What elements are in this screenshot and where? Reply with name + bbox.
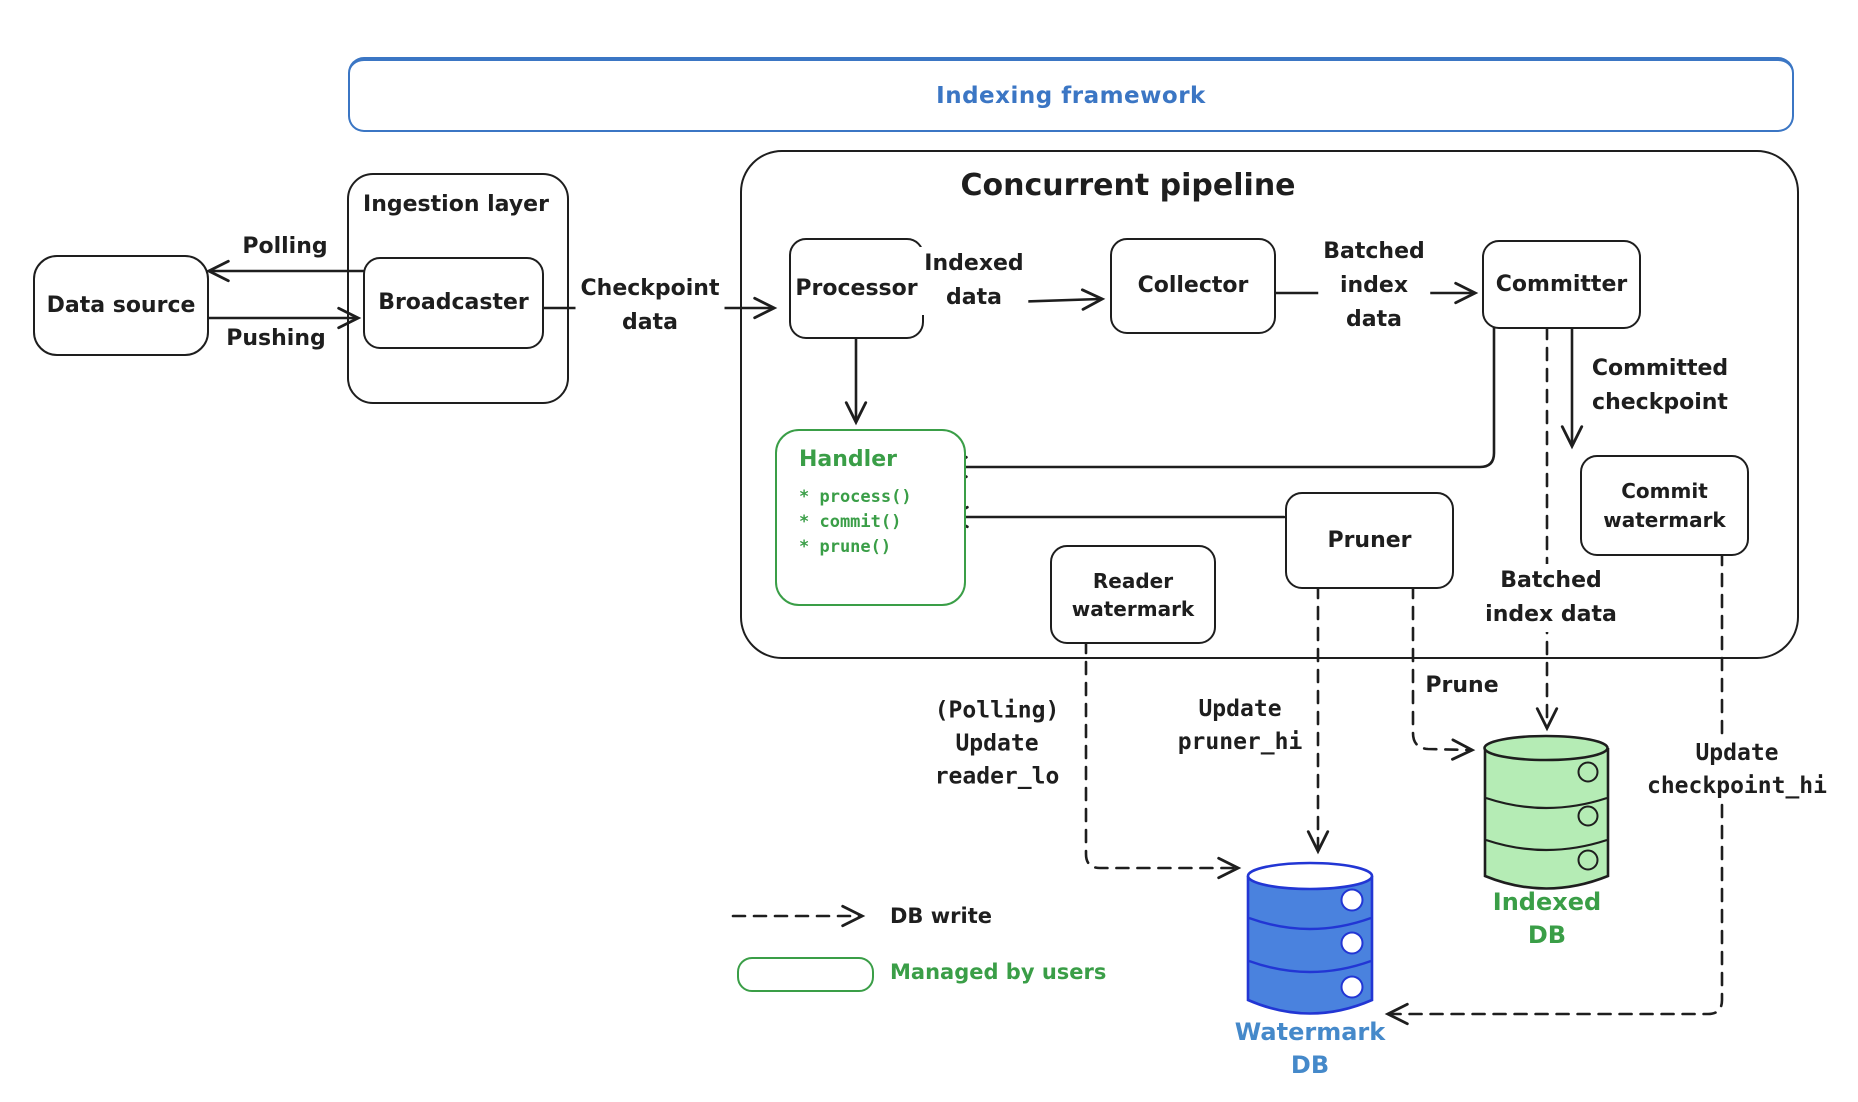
legend-db-write-label: DB write <box>890 904 992 928</box>
update-reader-lo-line2: Update <box>955 730 1039 757</box>
indexed-db-band-1 <box>1485 796 1608 810</box>
collector-node: Collector <box>1110 238 1276 334</box>
update-checkpoint-hi-line1: Update <box>1695 740 1779 766</box>
checkpoint-data-line1: Checkpoint <box>580 276 720 301</box>
batched-index-data-line1: Batched <box>1323 239 1425 264</box>
indexed-data-line2: data <box>946 285 1002 310</box>
indexed-db-label-line1: Indexed <box>1492 888 1602 916</box>
watermark-db-top <box>1246 861 1374 891</box>
indexed-db-band-2 <box>1485 838 1608 852</box>
banner-title: Indexing framework <box>936 82 1206 109</box>
batched-index-data-line2: index <box>1339 273 1409 298</box>
watermark-db-dot <box>1340 931 1364 955</box>
ingestion-layer-title: Ingestion layer <box>363 192 549 217</box>
broadcaster-label: Broadcaster <box>378 290 529 315</box>
update-reader-lo-line1: (Polling) <box>934 697 1060 724</box>
polling-label: Polling <box>242 234 328 259</box>
checkpoint-data-line2: data <box>622 310 678 335</box>
legend-managed-by-users-swatch <box>737 957 874 992</box>
pipeline-title: Concurrent pipeline <box>960 168 1296 203</box>
update-pruner-hi-line1: Update <box>1198 696 1282 722</box>
committed-checkpoint-label: Committed checkpoint <box>1592 352 1728 420</box>
data-source-label: Data source <box>46 292 196 318</box>
indexed-db-label-line2: DB <box>1527 921 1567 949</box>
pruner-label: Pruner <box>1327 527 1412 553</box>
reader-watermark-to-watermark-db-arrow <box>1084 639 1242 880</box>
committer-label: Committer <box>1495 271 1628 297</box>
committer-node: Committer <box>1482 240 1641 329</box>
handler-method-prune: * prune() <box>799 537 892 557</box>
indexed-data-label: Indexed data <box>919 247 1029 315</box>
committed-checkpoint-line2: checkpoint <box>1592 390 1728 415</box>
committed-checkpoint-line1: Committed <box>1591 356 1729 381</box>
indexed-db-top <box>1483 734 1609 762</box>
indexed-db-dot <box>1577 849 1599 871</box>
handler-title: Handler <box>799 447 897 472</box>
watermark-db-dot <box>1340 888 1364 912</box>
handler-method-process: * process() <box>799 487 912 507</box>
committer-to-handler-arrow <box>943 324 1496 479</box>
batched-index-data-2-label: Batched index data <box>1480 564 1622 632</box>
indexing-framework-banner: Indexing framework <box>348 57 1794 132</box>
commit-watermark-node: Commit watermark <box>1580 455 1749 556</box>
watermark-db-band-2 <box>1248 959 1372 974</box>
reader-watermark-label-line1: Reader <box>1092 568 1174 593</box>
commit-watermark-to-watermark-db-arrow <box>1384 551 1724 1026</box>
pushing-label: Pushing <box>226 326 326 351</box>
indexed-data-line1: Indexed <box>924 251 1024 276</box>
update-reader-lo-label: (Polling) Update reader_lo <box>935 695 1060 794</box>
data-source-node: Data source <box>33 255 209 356</box>
update-pruner-hi-line2: pruner_hi <box>1177 729 1303 755</box>
processor-node: Processor <box>789 238 924 339</box>
batched-index-data-label: Batched index data <box>1318 235 1430 337</box>
reader-watermark-label-line2: watermark <box>1071 596 1195 621</box>
batched-index-data-2-line1: Batched <box>1500 568 1602 593</box>
batched-index-data-2-line2: index data <box>1485 602 1617 627</box>
update-pruner-hi-label: Update pruner_hi <box>1178 693 1303 759</box>
prune-label: Prune <box>1425 673 1499 698</box>
watermark-db-cylinder <box>1246 861 1374 1015</box>
pruner-to-indexed-db-arrow <box>1411 584 1476 761</box>
handler-method-commit: * commit() <box>799 512 902 532</box>
pruner-node: Pruner <box>1285 492 1454 589</box>
collector-label: Collector <box>1137 273 1249 298</box>
indexed-db-dot <box>1577 761 1599 783</box>
batched-index-data-line3: data <box>1346 307 1402 332</box>
update-checkpoint-hi-line2: checkpoint_hi <box>1646 773 1828 799</box>
legend-managed-by-users-label: Managed by users <box>890 960 1107 984</box>
commit-watermark-label-line2: watermark <box>1603 507 1726 532</box>
indexed-db-cylinder <box>1483 734 1610 890</box>
watermark-db-label-line2: DB <box>1290 1051 1330 1079</box>
broadcaster-node: Broadcaster <box>363 257 544 349</box>
handler-node: Handler * process() * commit() * prune() <box>775 429 966 606</box>
processor-label: Processor <box>795 275 918 301</box>
watermark-db-body <box>1246 876 1374 1015</box>
watermark-db-dot <box>1340 975 1364 999</box>
indexed-db-body <box>1483 748 1610 890</box>
update-reader-lo-line3: reader_lo <box>934 763 1060 790</box>
checkpoint-data-label: Checkpoint data <box>575 272 725 340</box>
indexed-db-dot <box>1577 805 1599 827</box>
watermark-db-label-line1: Watermark <box>1234 1018 1386 1046</box>
reader-watermark-node: Reader watermark <box>1050 545 1216 644</box>
watermark-db-label: Watermark DB <box>1235 1016 1385 1082</box>
update-checkpoint-hi-label: Update checkpoint_hi <box>1641 737 1833 803</box>
commit-watermark-label-line1: Commit <box>1621 478 1708 503</box>
indexed-db-label: Indexed DB <box>1493 886 1601 952</box>
watermark-db-band-1 <box>1248 916 1372 931</box>
